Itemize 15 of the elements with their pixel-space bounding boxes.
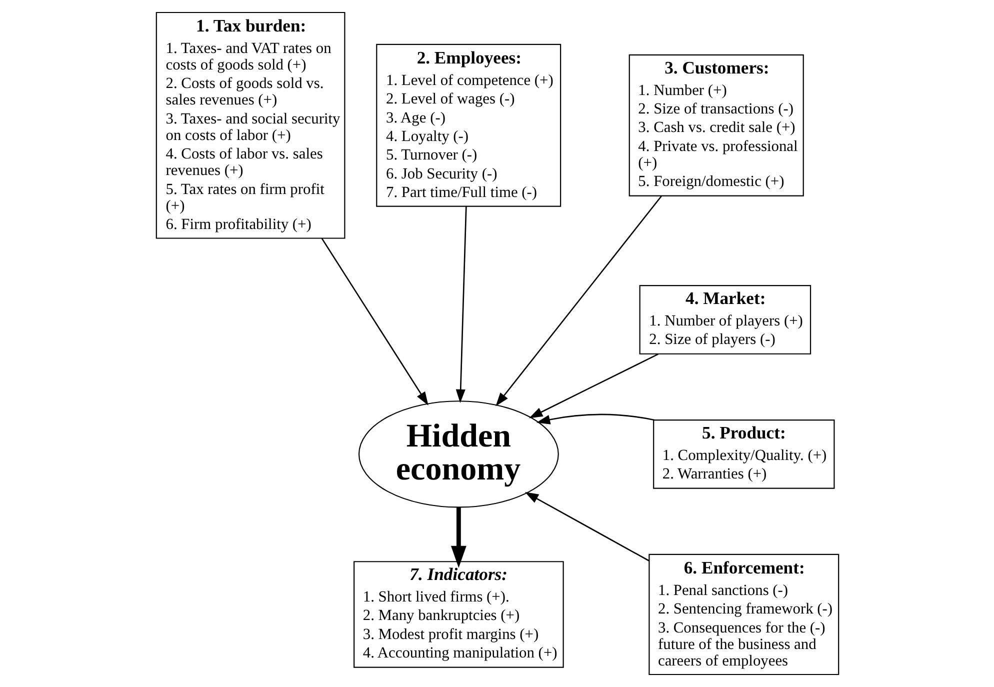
node-box: 6. Enforcement: 1. Penal sanctions (-) 2. Sentencing framework (-) 3. Consequences for the (-) future of the business and careers of employees	[648, 554, 839, 676]
node-box: 3. Customers: 1. Number (+) 2. Size of transactions (-) 3. Cash vs. credit sale (+) 4. Private vs. professional (+) 5. Foreign/domestic (+)	[628, 54, 804, 196]
arrow	[450, 507, 466, 568]
node-box: 7. Indicators: 1. Short lived firms (+). 2. Many bankruptcies (+) 3. Modest profit margins (+) 4. Accounting manipulation (+)	[353, 561, 564, 668]
node-ellipse: Hidden economy	[358, 400, 558, 508]
node-box: 2. Employees: 1. Level of competence (+) 2. Level of wages (-) 3. Age (-) 4. Loyalty (-) 5. Turnover (-) 6. Job Security (-) 7. Part time/Full time (-)	[376, 44, 561, 207]
node-box: 1. Tax burden: 1. Taxes- and VAT rates on costs of goods sold (+) 2. Costs of goods sold vs. sales revenues (+) 3. Taxes- and social security on costs of labor (+) 4. Costs of labor vs. sales revenues (+) 5. Tax rates on firm profit (+) 6. Firm profitability (+)	[155, 12, 345, 239]
arrow	[455, 206, 466, 403]
arrow	[536, 414, 654, 424]
arrow	[320, 238, 428, 406]
arrow	[495, 196, 662, 406]
arrow	[528, 353, 658, 418]
node-box: 5. Product: 1. Complexity/Quality. (+) 2. Warranties (+)	[652, 420, 834, 489]
node-box: 4. Market: 1. Number of players (+) 2. Size of players (-)	[638, 285, 811, 354]
arrow	[524, 492, 649, 562]
